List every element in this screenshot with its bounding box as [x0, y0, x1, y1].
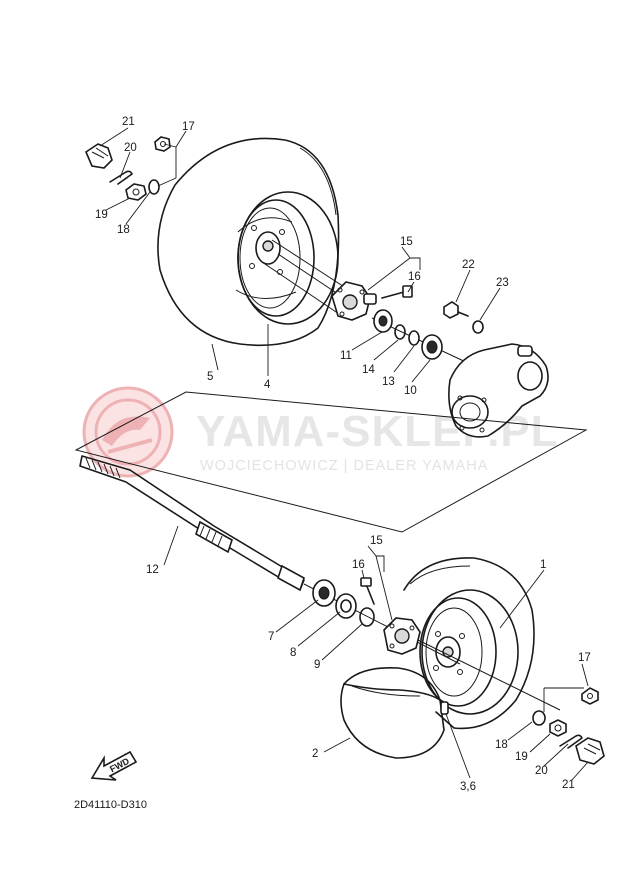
callout-22: 22 [462, 259, 475, 271]
upper-bearing-10 [421, 334, 443, 360]
upper-washer-18 [148, 179, 160, 195]
callout-8: 8 [290, 647, 296, 659]
upper-leader-lines [99, 127, 501, 383]
bolt-22 [443, 301, 469, 319]
lower-castle-nut-19 [549, 719, 567, 737]
axle-assembly-outline [74, 391, 588, 533]
lower-cap-21 [575, 737, 605, 765]
upper-hub [331, 281, 377, 321]
watermark-subtitle: WOJCIECHOWICZ | DEALER YAMAHA [200, 458, 488, 474]
watermark-logo [82, 386, 174, 478]
lower-leader-lines [163, 525, 589, 781]
callout-20-upper: 20 [124, 142, 137, 154]
lower-cotter-pin-20 [559, 734, 583, 749]
upper-oring-14 [394, 324, 406, 340]
callout-2: 2 [312, 748, 318, 760]
callout-15-lower: 15 [370, 535, 383, 547]
upper-bolt-16 [381, 285, 413, 299]
callout-10: 10 [404, 385, 417, 397]
washer-23 [472, 320, 484, 334]
callout-21-lower: 21 [562, 779, 575, 791]
upper-spacer-13 [408, 330, 420, 346]
lower-nut-17 [581, 687, 599, 705]
final-gear-case [448, 343, 549, 438]
rear-axle [79, 455, 305, 592]
callout-11: 11 [340, 350, 352, 362]
callout-13: 13 [382, 376, 395, 388]
fwd-arrow-icon: FWD [90, 750, 138, 781]
upper-bearing-11 [373, 309, 393, 333]
callout-18-upper: 18 [117, 224, 130, 236]
lower-washer-18 [532, 710, 546, 726]
upper-rim [235, 191, 339, 325]
callout-17-lower: 17 [578, 652, 591, 664]
callout-7: 7 [268, 631, 274, 643]
callout-16-lower: 16 [352, 559, 365, 571]
callout-18-lower: 18 [495, 739, 508, 751]
upper-nut-17 [154, 136, 171, 152]
upper-cap-21 [85, 143, 113, 169]
callout-16-upper: 16 [408, 271, 421, 283]
upper-cotter-pin-20 [109, 170, 133, 185]
lower-rim [419, 589, 519, 715]
lower-bearing-7 [312, 579, 336, 607]
callout-19-upper: 19 [95, 209, 108, 221]
callout-20-lower: 20 [535, 765, 548, 777]
upper-castle-nut-19 [125, 183, 147, 201]
callout-9: 9 [314, 659, 320, 671]
callout-23: 23 [496, 277, 509, 289]
lower-hub [383, 617, 421, 655]
callout-17-upper: 17 [182, 121, 195, 133]
lower-tire-outer [340, 667, 445, 759]
callout-19-lower: 19 [515, 751, 528, 763]
callout-21-upper: 21 [122, 116, 135, 128]
lower-oring-9 [359, 607, 375, 627]
callout-15-upper: 15 [400, 236, 413, 248]
upper-tire [157, 137, 340, 347]
callout-1: 1 [540, 559, 546, 571]
callout-labels: 21 17 20 19 18 15 16 22 23 11 14 13 10 5… [95, 116, 591, 793]
callout-4: 4 [264, 379, 271, 391]
callout-5: 5 [207, 371, 213, 383]
callout-12: 12 [146, 564, 159, 576]
valve-3-6 [440, 701, 449, 715]
lower-bearing-8 [335, 593, 357, 619]
callout-3-6: 3,6 [460, 781, 476, 793]
diagram-code: 2D41110-D310 [74, 799, 147, 811]
callout-14: 14 [362, 364, 375, 376]
lower-tire-inner [403, 557, 535, 730]
lower-bolt-16 [360, 577, 375, 605]
